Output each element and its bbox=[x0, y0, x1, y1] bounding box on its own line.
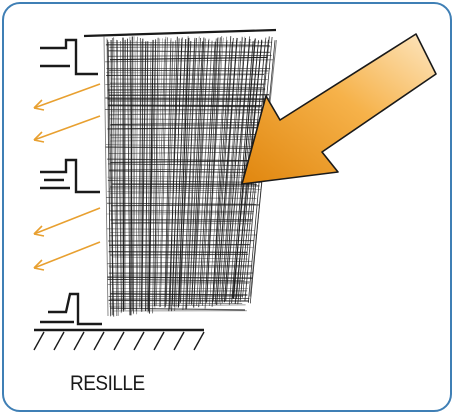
mesh-stroke bbox=[108, 42, 273, 43]
roof-line bbox=[84, 30, 276, 36]
mesh-stroke bbox=[109, 178, 254, 179]
mesh-stroke bbox=[110, 87, 263, 88]
slab-middle bbox=[40, 160, 100, 192]
mesh-stroke bbox=[110, 135, 260, 136]
mesh-stroke bbox=[111, 205, 259, 206]
slab-top bbox=[40, 40, 98, 74]
diagram-frame: RESILLE bbox=[2, 2, 452, 412]
resille-sketch bbox=[4, 4, 452, 412]
mesh-stroke bbox=[109, 252, 248, 253]
heat-arrows bbox=[34, 84, 100, 270]
mesh-stroke bbox=[109, 70, 268, 71]
mesh-stroke bbox=[109, 245, 250, 246]
mesh-stroke bbox=[140, 38, 141, 308]
mesh-stroke bbox=[107, 229, 251, 230]
mesh-stroke bbox=[110, 188, 256, 189]
ground-hatching bbox=[34, 332, 204, 350]
sun-arrow bbox=[242, 34, 436, 184]
mesh-stroke bbox=[107, 203, 256, 204]
mesh-stroke bbox=[110, 254, 248, 255]
mesh-stroke bbox=[111, 137, 262, 138]
mesh-stroke bbox=[110, 83, 266, 84]
mesh-stroke bbox=[109, 300, 249, 301]
diagram-label: RESILLE bbox=[70, 372, 145, 397]
mesh-stroke bbox=[109, 95, 269, 96]
mesh-stroke bbox=[109, 47, 270, 48]
mesh-stroke bbox=[110, 186, 260, 187]
